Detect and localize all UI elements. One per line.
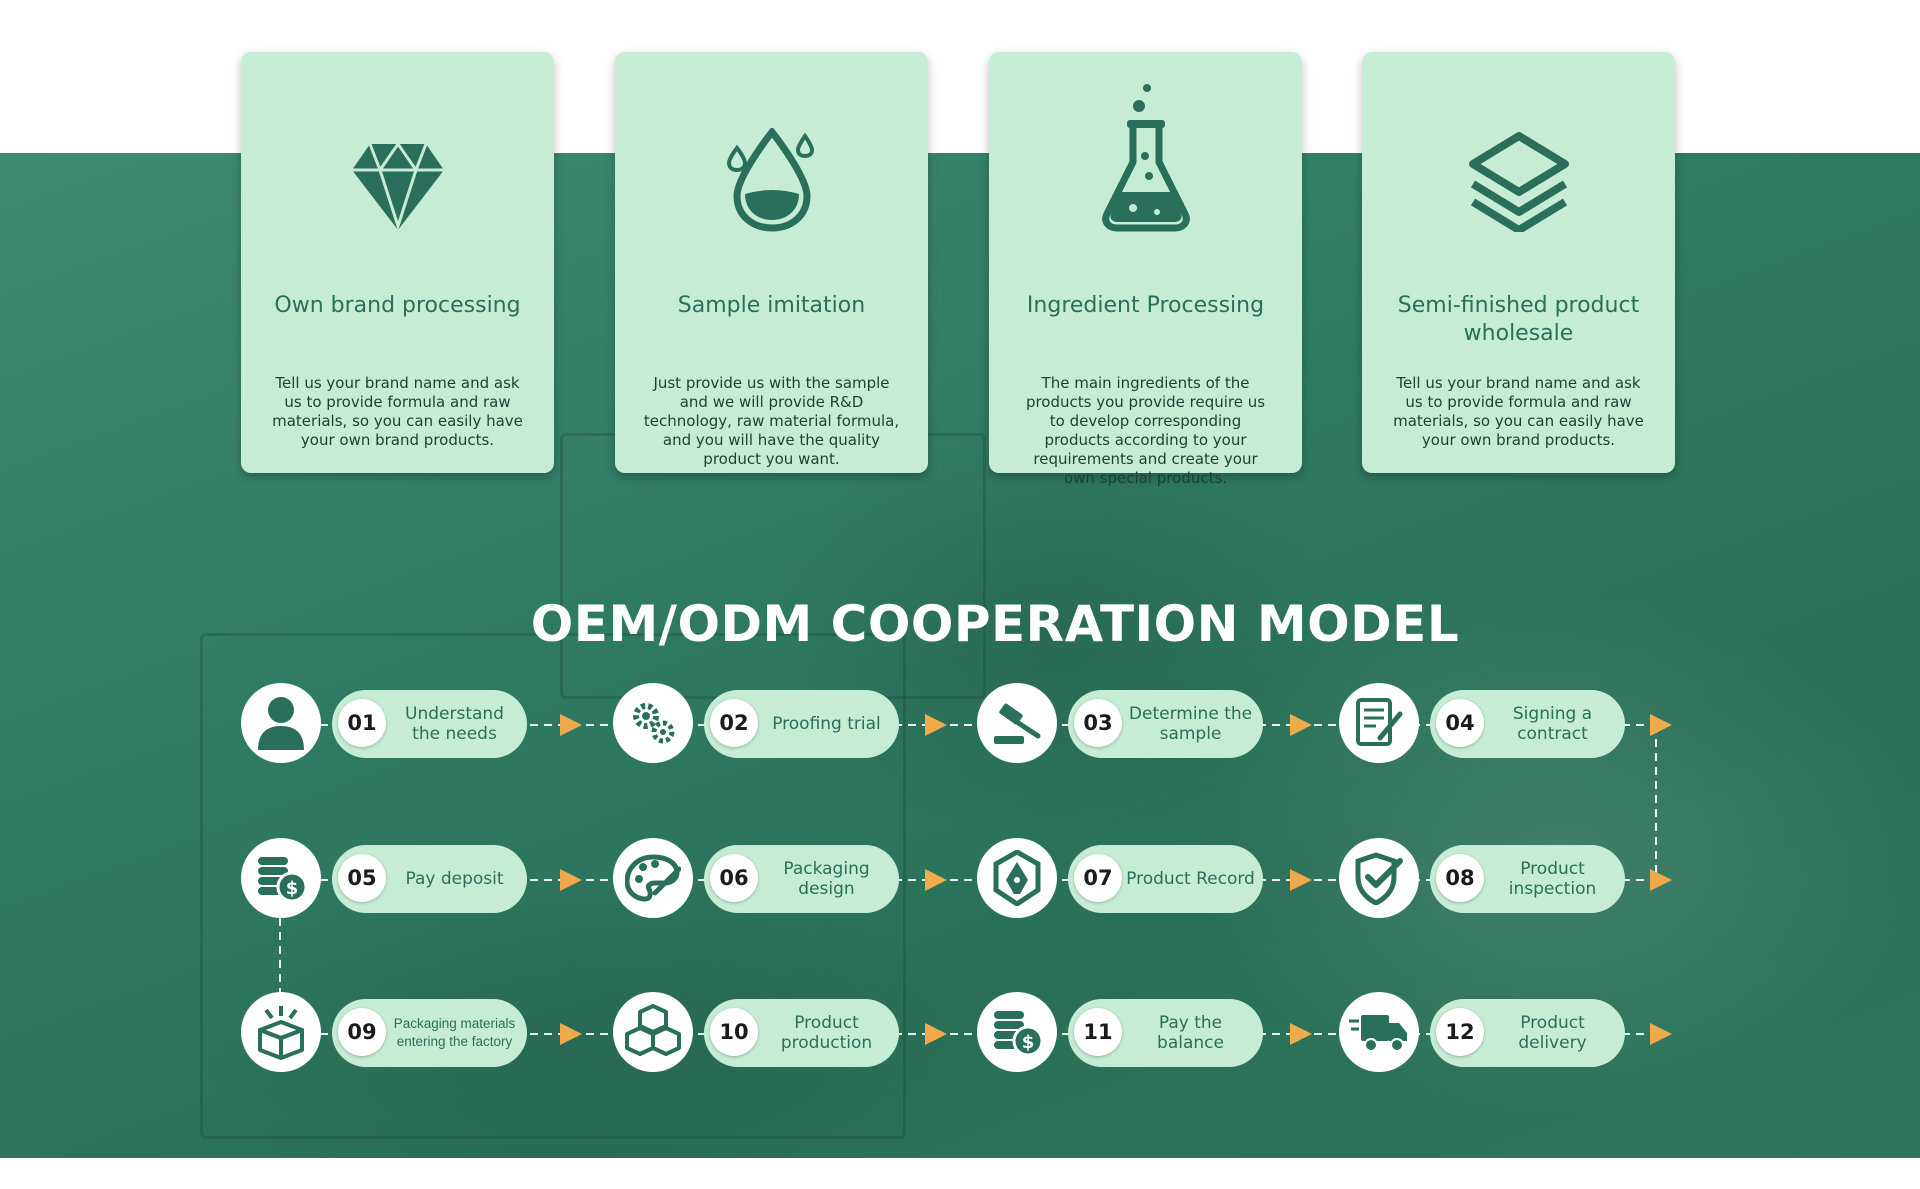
user-icon (241, 683, 321, 763)
step-number: 07 (1074, 854, 1122, 902)
step-label: Product inspection (1508, 859, 1597, 899)
step-pill: 04 Signing a contract (1430, 690, 1625, 758)
step-label: Pay deposit (405, 869, 504, 889)
service-description: Tell us your brand name and ask us to pr… (1393, 374, 1644, 449)
water-drop-icon (615, 92, 928, 232)
service-title: Own brand processing (274, 293, 521, 318)
step-pill: 12 Product delivery (1430, 999, 1625, 1067)
step-08: 08 Product inspection (1339, 838, 1659, 918)
cubes-icon (613, 992, 693, 1072)
step-10: 10 Product production (613, 992, 933, 1072)
step-12: 12 Product delivery (1339, 992, 1659, 1072)
service-title: Semi-finished product wholesale (1397, 293, 1640, 346)
step-label: Proofing trial (772, 714, 881, 734)
step-number: 06 (710, 854, 758, 902)
step-label: Signing a contract (1512, 704, 1593, 744)
service-card-sample-imitation: Sample imitation Just provide us with th… (615, 52, 928, 473)
step-pill: 05 Pay deposit (332, 845, 527, 913)
open-box-icon (241, 992, 321, 1072)
step-pill: 09 Packaging materials entering the fact… (332, 999, 527, 1067)
step-pill: 07 Product Record (1068, 845, 1263, 913)
palette-icon (613, 838, 693, 918)
step-01: 01 Understand the needs (241, 683, 561, 763)
step-number: 05 (338, 854, 386, 902)
diamond-icon (241, 92, 554, 232)
step-pill: 10 Product production (704, 999, 899, 1067)
service-description: The main ingredients of the products you… (1025, 374, 1266, 487)
step-pill: 08 Product inspection (1430, 845, 1625, 913)
step-label: Packaging materials entering the factory (393, 1016, 516, 1049)
service-card-semi-finished: Semi-finished product wholesale Tell us … (1362, 52, 1675, 473)
step-04: 04 Signing a contract (1339, 683, 1659, 763)
step-label: Determine the sample (1128, 704, 1253, 744)
service-title: Ingredient Processing (1026, 293, 1265, 318)
step-number: 08 (1436, 854, 1484, 902)
step-number: 02 (710, 699, 758, 747)
step-05: $ 05 Pay deposit (241, 838, 561, 918)
background-machine-shape (200, 633, 906, 1139)
step-number: 01 (338, 699, 386, 747)
service-card-own-brand: Own brand processing Tell us your brand … (241, 52, 554, 473)
service-description: Just provide us with the sample and we w… (643, 374, 900, 468)
step-number: 11 (1074, 1008, 1122, 1056)
shield-check-icon (1339, 838, 1419, 918)
section-title: OEM/ODM COOPERATION MODEL (530, 595, 1460, 653)
pen-nib-icon (977, 838, 1057, 918)
step-number: 03 (1074, 699, 1122, 747)
step-09: 09 Packaging materials entering the fact… (241, 992, 561, 1072)
step-label: Packaging design (783, 859, 870, 899)
step-pill: 11 Pay the balance (1068, 999, 1263, 1067)
step-11: $ 11 Pay the balance (977, 992, 1297, 1072)
coins-icon: $ (977, 992, 1057, 1072)
step-02: 02 Proofing trial (613, 683, 933, 763)
service-card-ingredient-processing: Ingredient Processing The main ingredien… (989, 52, 1302, 487)
layers-icon (1362, 92, 1675, 232)
step-number: 12 (1436, 1008, 1484, 1056)
contract-icon (1339, 683, 1419, 763)
gavel-icon (977, 683, 1057, 763)
step-number: 09 (338, 1008, 386, 1056)
step-number: 04 (1436, 699, 1484, 747)
step-03: 03 Determine the sample (977, 683, 1297, 763)
step-label: Understand the needs (405, 704, 504, 744)
service-title: Sample imitation (677, 293, 866, 318)
step-06: 06 Packaging design (613, 838, 933, 918)
svg-text:$: $ (1022, 1032, 1035, 1053)
truck-icon (1339, 992, 1419, 1072)
step-label: Product delivery (1518, 1013, 1587, 1053)
step-pill: 03 Determine the sample (1068, 690, 1263, 758)
step-label: Pay the balance (1157, 1013, 1224, 1053)
service-description: Tell us your brand name and ask us to pr… (272, 374, 523, 449)
step-07: 07 Product Record (977, 838, 1297, 918)
step-pill: 02 Proofing trial (704, 690, 899, 758)
coins-icon: $ (241, 838, 321, 918)
flask-icon (989, 84, 1302, 232)
step-number: 10 (710, 1008, 758, 1056)
step-label: Product Record (1126, 869, 1255, 889)
gears-icon (613, 683, 693, 763)
step-pill: 06 Packaging design (704, 845, 899, 913)
svg-text:$: $ (286, 878, 299, 899)
step-label: Product production (780, 1013, 873, 1053)
step-pill: 01 Understand the needs (332, 690, 527, 758)
